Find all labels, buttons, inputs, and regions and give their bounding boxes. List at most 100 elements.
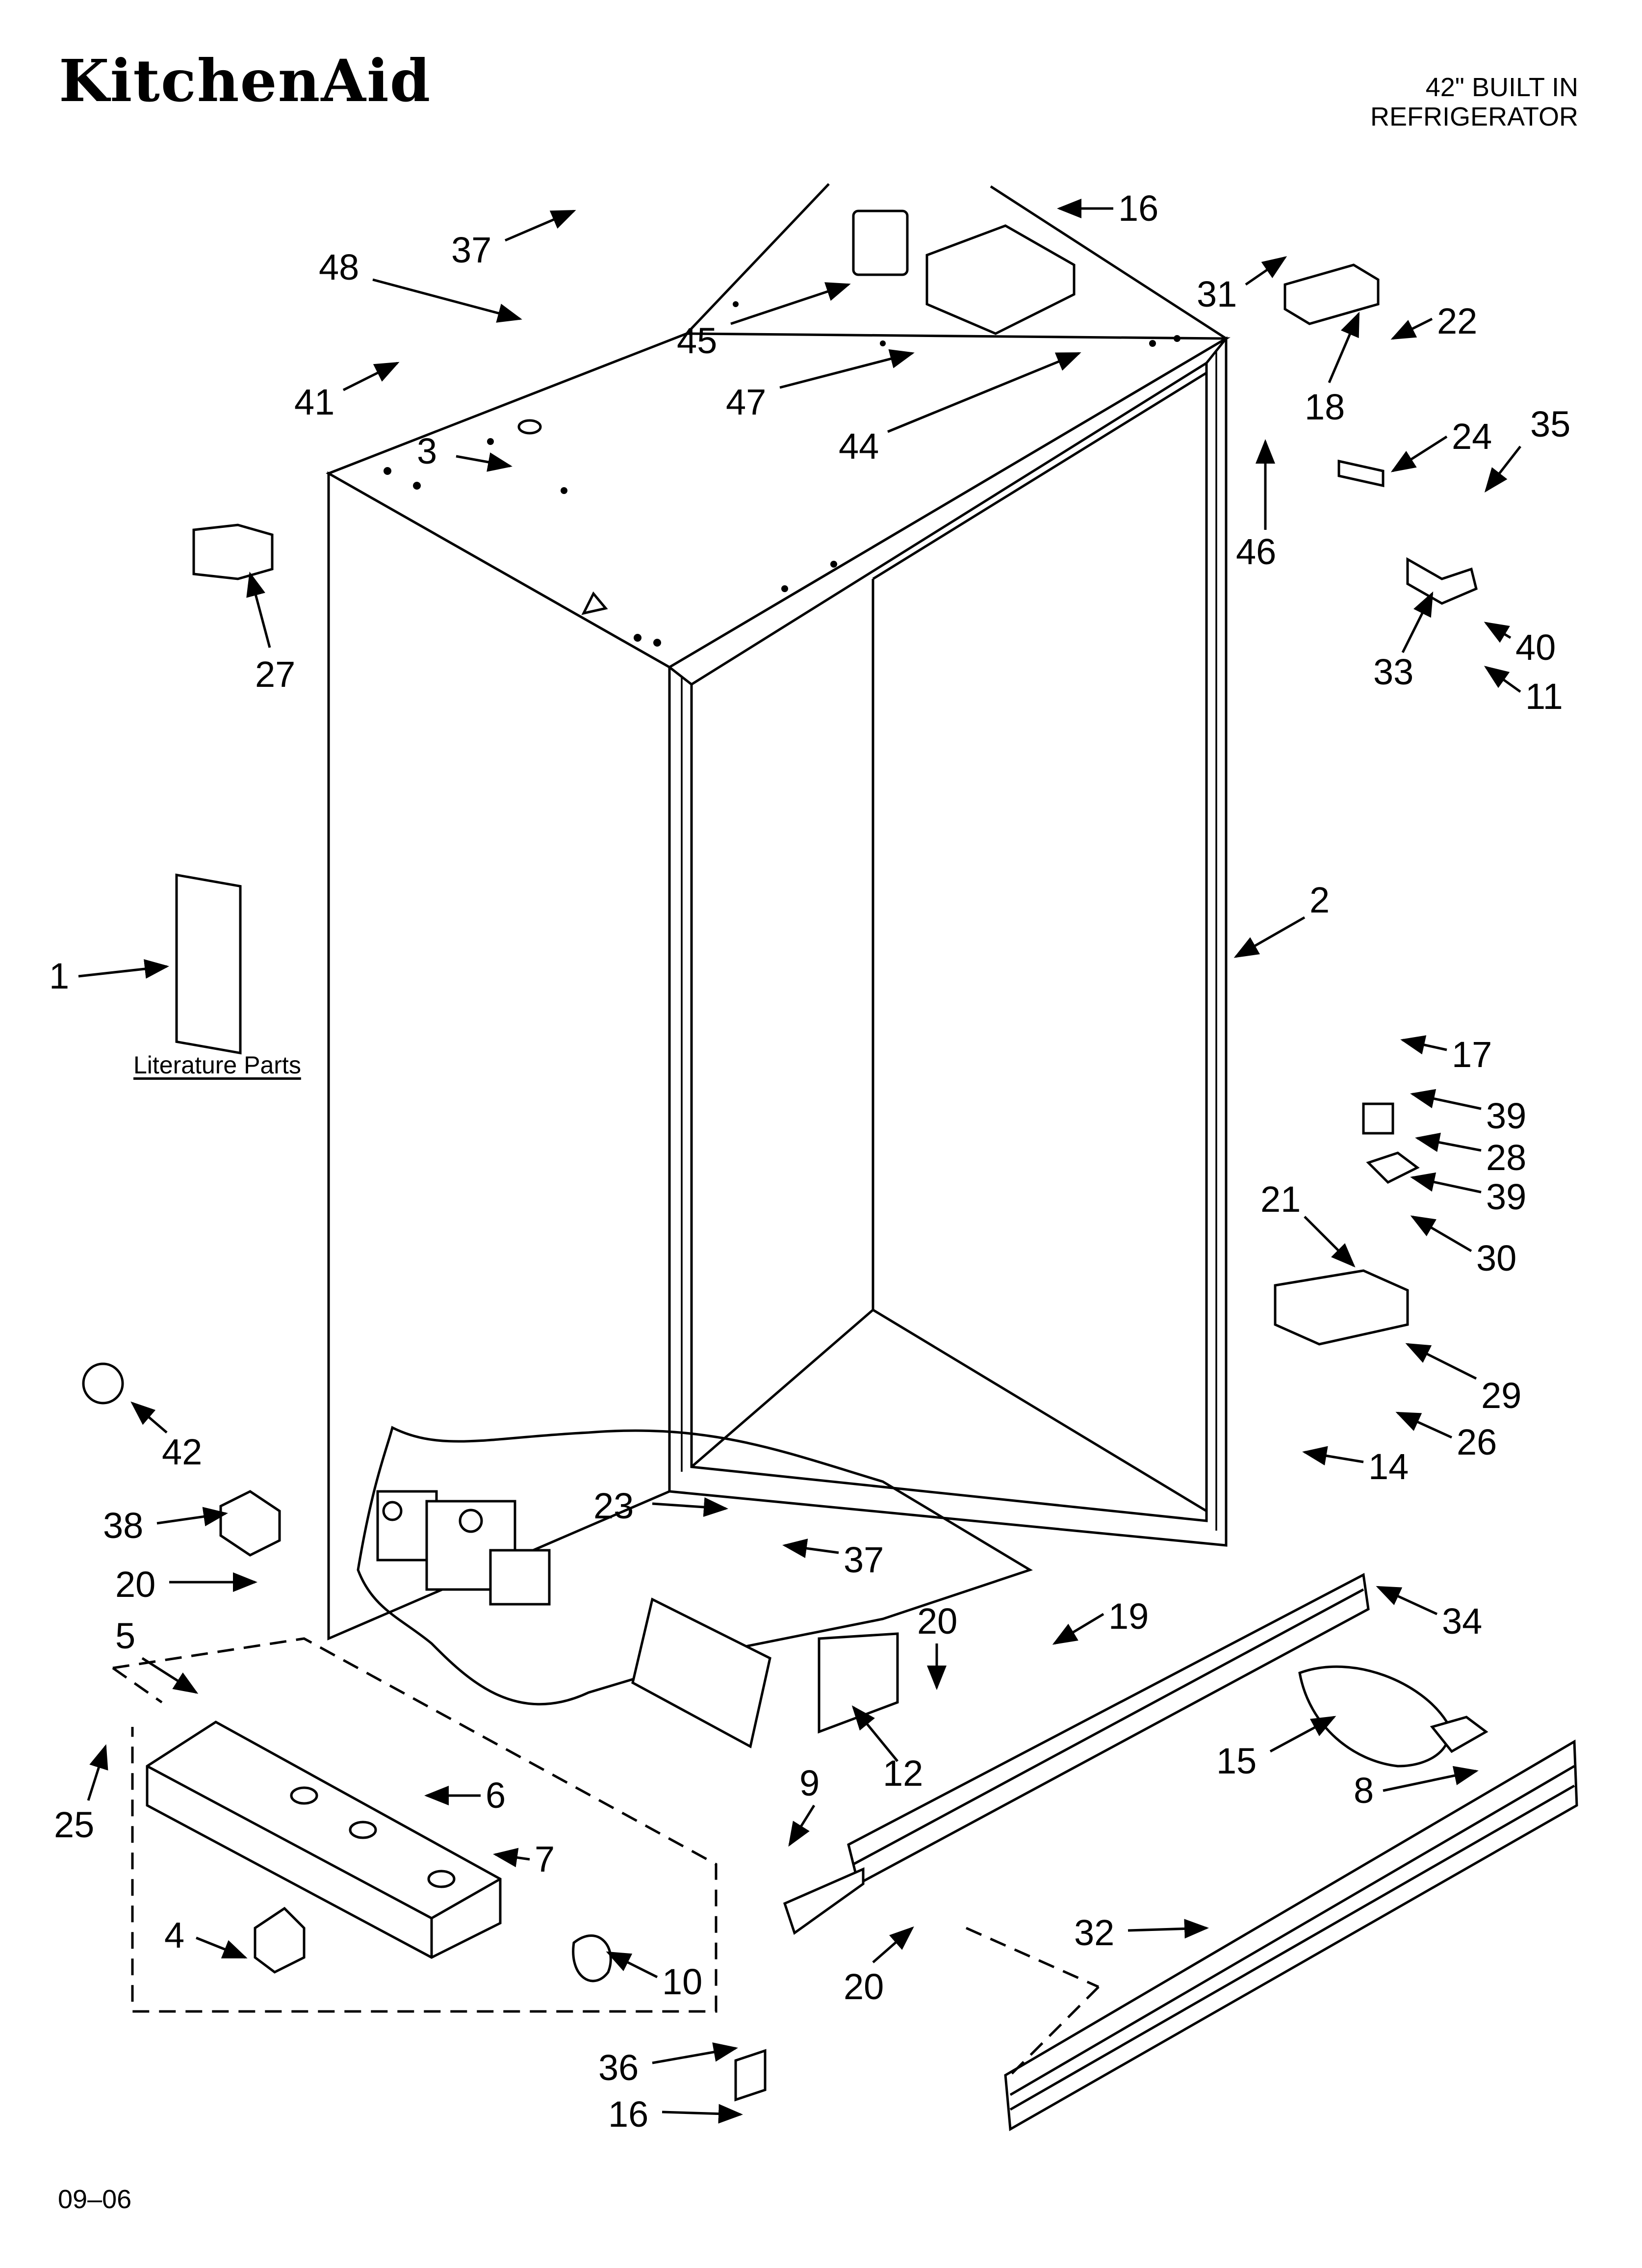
svg-text:35: 35	[1530, 404, 1570, 444]
svg-text:34: 34	[1442, 1601, 1482, 1642]
callout-12: 12	[851, 1705, 923, 1794]
callout-41: 41	[294, 362, 400, 422]
callouts: 37 48 16 31 22 45 41 47 18 35 44 24 3 46…	[49, 188, 1570, 2135]
callout-8: 8	[1354, 1766, 1479, 1811]
svg-text:2: 2	[1309, 880, 1330, 920]
callout-18: 18	[1305, 312, 1360, 427]
callout-46: 46	[1236, 439, 1276, 572]
callout-14: 14	[1302, 1446, 1409, 1487]
svg-text:39: 39	[1486, 1095, 1526, 1136]
callout-27: 27	[246, 572, 295, 695]
svg-text:3: 3	[417, 431, 437, 471]
callout-21: 21	[1260, 1179, 1356, 1268]
svg-text:14: 14	[1368, 1446, 1409, 1487]
svg-text:41: 41	[294, 382, 334, 422]
svg-text:38: 38	[103, 1505, 143, 1546]
svg-text:28: 28	[1486, 1137, 1526, 1178]
svg-text:39: 39	[1486, 1176, 1526, 1217]
brand-logo: KitchenAid	[59, 47, 432, 115]
svg-text:10: 10	[662, 1961, 702, 2002]
callout-39-a: 39	[1410, 1089, 1526, 1136]
svg-text:46: 46	[1236, 531, 1276, 572]
svg-text:6: 6	[486, 1775, 506, 1816]
callout-28: 28	[1415, 1132, 1526, 1178]
date-code: 09–06	[58, 2185, 132, 2214]
callout-33: 33	[1373, 591, 1434, 692]
callout-22: 22	[1390, 301, 1477, 341]
callout-29: 29	[1405, 1343, 1521, 1416]
svg-text:33: 33	[1373, 652, 1413, 692]
svg-text:20: 20	[917, 1601, 957, 1642]
callout-34: 34	[1376, 1586, 1482, 1642]
machine-compartment-cutaway	[357, 1426, 1033, 1706]
svg-text:31: 31	[1197, 274, 1237, 314]
svg-text:9: 9	[799, 1763, 820, 1803]
callout-42: 42	[130, 1401, 202, 1472]
svg-text:23: 23	[593, 1486, 634, 1526]
callout-47: 47	[726, 349, 915, 422]
callout-9: 9	[788, 1763, 820, 1847]
svg-text:42: 42	[162, 1432, 202, 1472]
callout-6: 6	[424, 1775, 506, 1816]
svg-text:37: 37	[451, 230, 491, 270]
svg-text:5: 5	[115, 1616, 135, 1656]
svg-text:17: 17	[1452, 1034, 1492, 1075]
base-assembly-boundary	[112, 1637, 718, 2013]
callout-24: 24	[1390, 416, 1492, 472]
small-parts	[82, 209, 1488, 2102]
callout-16-bottom: 16	[608, 2094, 743, 2135]
svg-text:40: 40	[1515, 627, 1556, 668]
callout-40: 40	[1484, 622, 1556, 668]
callout-30: 30	[1410, 1215, 1516, 1278]
svg-text:48: 48	[319, 247, 359, 287]
svg-text:24: 24	[1452, 416, 1492, 457]
callout-32: 32	[1074, 1912, 1209, 1953]
svg-text:32: 32	[1074, 1912, 1114, 1953]
model-title-line2: REFRIGERATOR	[1370, 102, 1578, 131]
callout-37-bottom: 37	[782, 1538, 884, 1580]
svg-text:15: 15	[1216, 1741, 1257, 1781]
callout-36: 36	[598, 2042, 738, 2088]
svg-text:21: 21	[1260, 1179, 1301, 1220]
svg-text:22: 22	[1437, 301, 1477, 341]
svg-text:45: 45	[677, 320, 717, 361]
svg-text:37: 37	[844, 1539, 884, 1580]
svg-text:20: 20	[115, 1564, 155, 1605]
callout-20-mid: 20	[917, 1601, 957, 1690]
literature-parts-label: Literature Parts	[133, 1051, 301, 1079]
callout-25: 25	[54, 1744, 108, 1845]
callout-7: 7	[493, 1839, 555, 1879]
svg-text:8: 8	[1354, 1770, 1374, 1811]
svg-text:47: 47	[726, 382, 766, 422]
svg-text:4: 4	[164, 1915, 184, 1955]
callout-20-bottom: 20	[844, 1926, 914, 2007]
callout-5: 5	[115, 1616, 199, 1694]
svg-text:11: 11	[1525, 676, 1563, 717]
svg-text:7: 7	[535, 1839, 555, 1879]
svg-text:30: 30	[1476, 1238, 1516, 1278]
callout-45: 45	[677, 282, 851, 361]
model-title: 42" BUILT IN REFRIGERATOR	[1235, 73, 1578, 131]
callout-2: 2	[1233, 880, 1330, 958]
svg-text:26: 26	[1457, 1422, 1497, 1462]
cabinet-shell	[326, 183, 1231, 1641]
svg-text:44: 44	[839, 426, 879, 467]
callout-4: 4	[164, 1915, 248, 1959]
callout-38: 38	[103, 1505, 228, 1546]
svg-text:27: 27	[255, 654, 295, 695]
callout-48: 48	[319, 247, 522, 323]
callout-26: 26	[1395, 1411, 1497, 1462]
callout-3: 3	[417, 431, 513, 472]
svg-text:19: 19	[1108, 1596, 1149, 1637]
callout-20-left: 20	[115, 1564, 257, 1605]
callout-31: 31	[1197, 256, 1287, 314]
callout-17: 17	[1400, 1034, 1492, 1075]
svg-text:12: 12	[883, 1753, 923, 1794]
svg-text:16: 16	[608, 2094, 648, 2135]
callout-10: 10	[606, 1951, 702, 2002]
callout-23: 23	[593, 1486, 728, 1526]
callout-15: 15	[1216, 1716, 1336, 1781]
grille-and-toe-kick	[783, 1573, 1578, 2132]
